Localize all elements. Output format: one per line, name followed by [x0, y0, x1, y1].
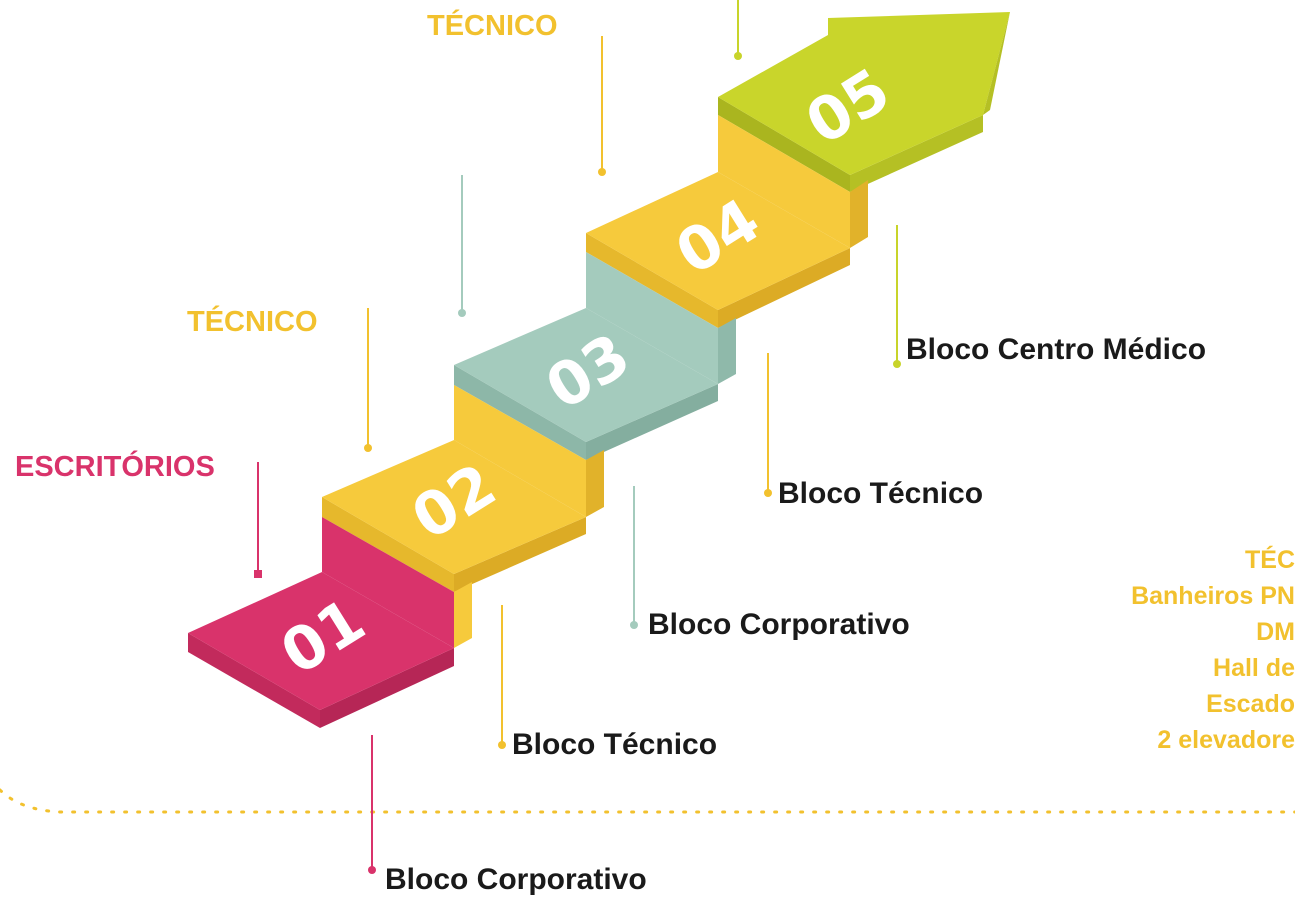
description-line-3: DM	[1256, 618, 1295, 646]
block-label-centro-medico-5: Bloco Centro Médico	[906, 333, 1207, 366]
step-01	[188, 572, 454, 728]
description-line-1: TÉC	[1245, 546, 1295, 574]
category-label-escritorios: ESCRITÓRIOS	[15, 451, 215, 483]
block-label-tecnico-4: Bloco Técnico	[778, 477, 984, 510]
leader-lines	[254, 0, 901, 874]
description-line-4: Hall de	[1213, 654, 1295, 682]
category-label-tecnico-top: TÉCNICO	[427, 10, 558, 42]
dotted-path	[0, 788, 1295, 814]
step-03	[454, 308, 718, 460]
step-02	[322, 440, 586, 592]
description-line-6: 2 elevadore	[1157, 726, 1295, 754]
step-04	[586, 172, 850, 328]
category-label-tecnico-mid: TÉCNICO	[187, 306, 318, 338]
block-label-corporativo-1: Bloco Corporativo	[385, 863, 647, 896]
block-label-tecnico-2: Bloco Técnico	[512, 728, 718, 761]
description-line-2: Banheiros PN	[1131, 582, 1295, 610]
description-line-5: Escado	[1206, 690, 1295, 718]
step-05	[718, 12, 1010, 192]
description-block: TÉC Banheiros PN DM Hall de Escado 2 ele…	[1131, 542, 1295, 758]
block-label-corporativo-3: Bloco Corporativo	[648, 608, 910, 641]
